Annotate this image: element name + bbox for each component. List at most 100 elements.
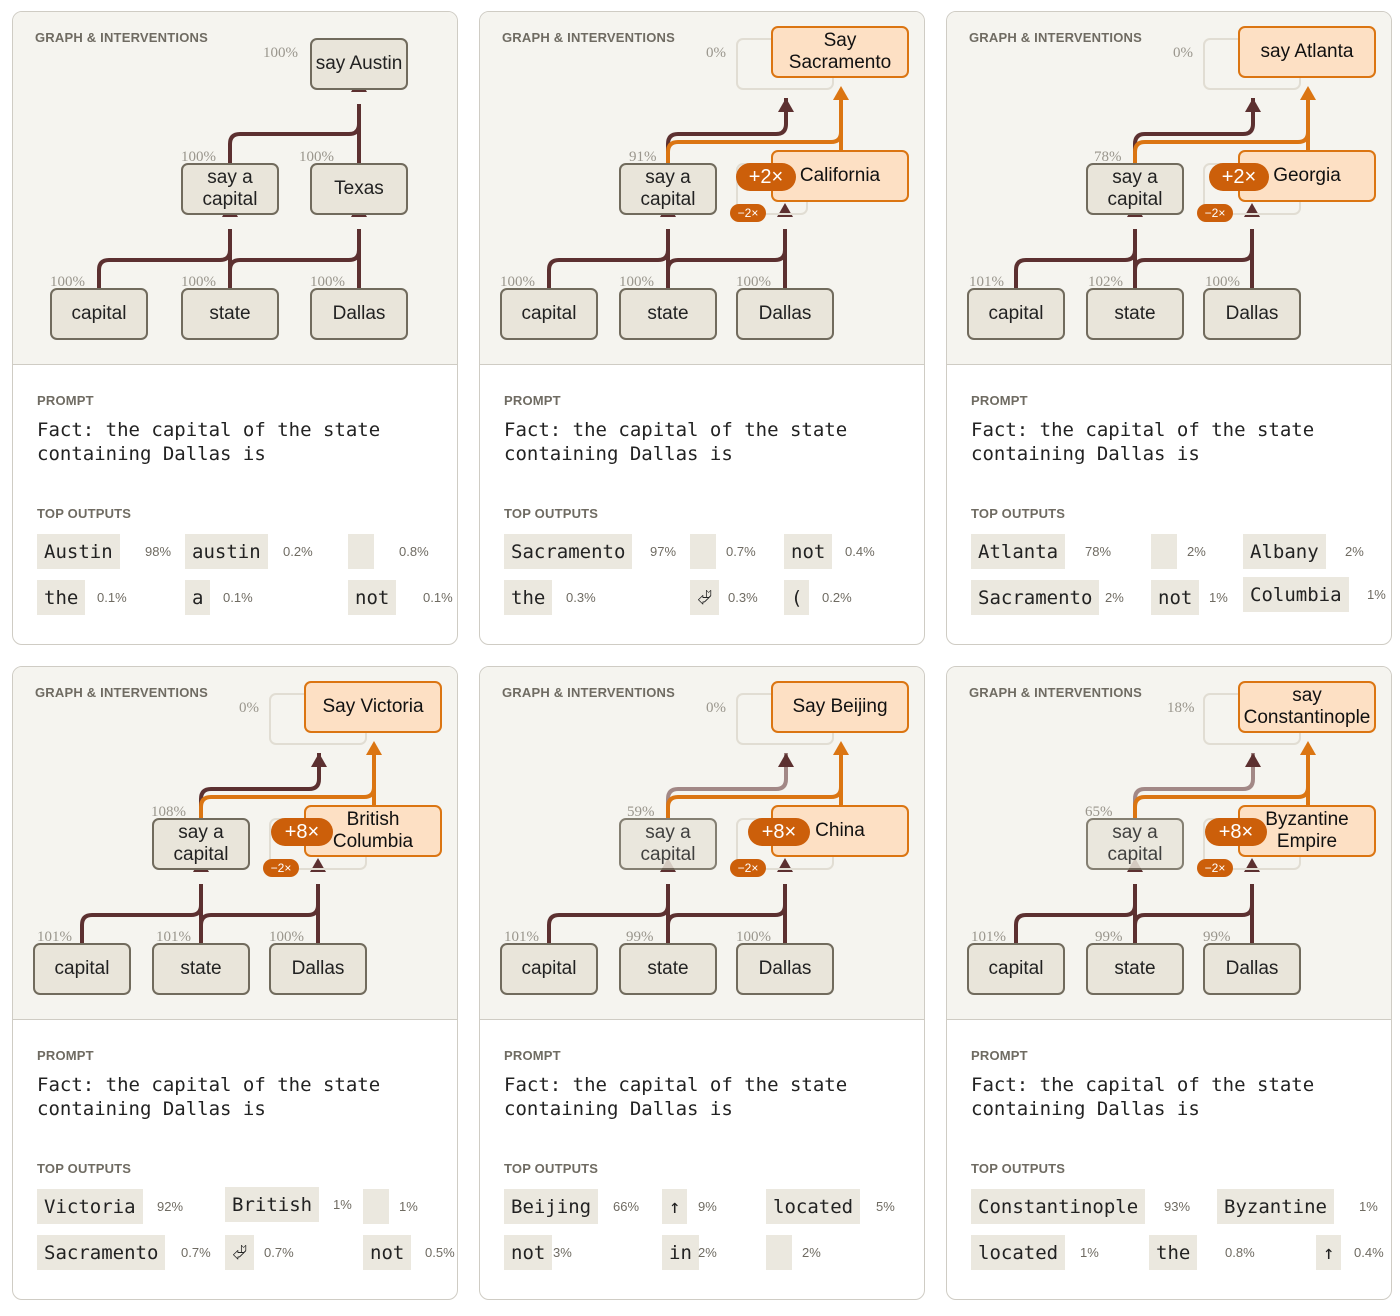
arrow-into-faded-output: [778, 98, 794, 112]
output-probability: 2%: [802, 1245, 821, 1260]
output-probability: 5%: [876, 1199, 895, 1214]
prompt-label: PROMPT: [37, 1048, 94, 1063]
output-token: not: [348, 580, 397, 615]
prompt-label: PROMPT: [37, 393, 94, 408]
node-say-a-capital: say a capital: [1086, 818, 1184, 870]
output-token: (: [784, 580, 810, 615]
pct-say-a-capital: 78%: [1094, 149, 1122, 165]
pct-capital: 101%: [37, 929, 72, 945]
pct-say-a-capital: 91%: [629, 149, 657, 165]
pct-state: 100%: [181, 274, 216, 290]
pct-dallas: 100%: [310, 274, 345, 290]
node-injected-output: say Atlanta: [1238, 26, 1376, 78]
node-say-a-capital: say a capital: [1086, 163, 1184, 215]
output-token: in: [662, 1235, 699, 1270]
pct-capital: 101%: [971, 929, 1006, 945]
output-token: ⮰: [690, 580, 720, 615]
output-probability: 0.8%: [399, 544, 429, 559]
output-token: [363, 1189, 389, 1224]
graph-edges: [1014, 86, 1316, 288]
output-probability: 0.5%: [425, 1245, 455, 1260]
pct-capital: 101%: [969, 274, 1004, 290]
pct-capital: 100%: [50, 274, 85, 290]
pct-say-a-capital: 108%: [151, 804, 186, 820]
arrow-into-injected-output: [366, 741, 382, 755]
output-probability: 0.4%: [845, 544, 875, 559]
pct-dallas: 99%: [1203, 929, 1231, 945]
arrow-into-injected-output: [833, 86, 849, 100]
graph-interventions-label: GRAPH & INTERVENTIONS: [969, 30, 1142, 45]
arrow-into-injected-output: [1300, 86, 1316, 100]
node-injected-output: Say Sacramento: [771, 26, 909, 78]
output-probability: 0.7%: [726, 544, 756, 559]
node-state: state: [619, 943, 717, 995]
output-token: ↑: [662, 1189, 688, 1224]
graph-interventions-label: GRAPH & INTERVENTIONS: [969, 685, 1142, 700]
node-state: state: [1086, 943, 1184, 995]
output-probability: 0.2%: [822, 590, 852, 605]
output-probability: 1%: [333, 1197, 352, 1212]
prompt-label: PROMPT: [971, 1048, 1028, 1063]
node-say-a-capital: say a capital: [619, 818, 717, 870]
prompt-text: Fact: the capital of the state containin…: [37, 1074, 381, 1120]
node-capital: capital: [500, 288, 598, 340]
top-outputs-label: TOP OUTPUTS: [504, 1161, 599, 1176]
output-probability: 0.1%: [223, 590, 253, 605]
pct-suppressed-output: 0%: [1173, 45, 1193, 61]
node-dallas: Dallas: [1203, 943, 1301, 995]
output-probability: 66%: [613, 1199, 640, 1214]
output-probability: 98%: [145, 544, 172, 559]
node-injected-output: Say Beijing: [771, 681, 909, 733]
pct-state: 100%: [619, 274, 654, 290]
node-capital: capital: [33, 943, 131, 995]
output-probability: 1%: [1080, 1245, 1099, 1260]
output-probability: 0.2%: [283, 544, 313, 559]
output-token: located: [766, 1189, 861, 1224]
output-token: [1151, 534, 1177, 569]
prompt-text: Fact: the capital of the state containin…: [504, 1074, 848, 1120]
node-say-austin: say Austin: [310, 38, 408, 90]
output-token: austin: [185, 534, 268, 569]
node-state: state: [1086, 288, 1184, 340]
intervention-boost-badge: +2×: [1209, 163, 1269, 191]
node-injected-feature: British Columbia: [304, 805, 442, 857]
top-outputs-label: TOP OUTPUTS: [37, 506, 132, 521]
node-dallas: Dallas: [736, 288, 834, 340]
node-state: state: [619, 288, 717, 340]
output-token: not: [1151, 580, 1200, 615]
pct-dallas: 100%: [1205, 274, 1240, 290]
output-probability: 3%: [553, 1245, 572, 1260]
output-probability: 0.1%: [97, 590, 127, 605]
pct-suppressed-output: 18%: [1167, 700, 1195, 716]
graph-interventions-label: GRAPH & INTERVENTIONS: [35, 685, 208, 700]
output-probability: 2%: [1187, 544, 1206, 559]
output-token: the: [1149, 1235, 1198, 1270]
output-probability: 0.7%: [181, 1245, 211, 1260]
output-token: Beijing: [504, 1189, 599, 1224]
output-token: [348, 534, 374, 569]
graph-interventions-label: GRAPH & INTERVENTIONS: [35, 30, 208, 45]
prompt-text: Fact: the capital of the state containin…: [504, 419, 848, 465]
output-token: Atlanta: [971, 534, 1066, 569]
output-token: Sacramento: [37, 1235, 166, 1270]
intervention-suppress-badge: −2×: [1197, 204, 1233, 222]
node-capital: capital: [967, 288, 1065, 340]
output-token: Byzantine: [1217, 1189, 1334, 1224]
intervention-suppress-badge: −2×: [263, 859, 299, 877]
output-probability: 1%: [399, 1199, 418, 1214]
node-injected-output: Say Victoria: [304, 681, 442, 733]
output-probability: 0.3%: [728, 590, 758, 605]
intervention-boost-badge: +2×: [736, 163, 796, 191]
output-token: Austin: [37, 534, 120, 569]
intervention-suppress-badge: −2×: [1197, 859, 1233, 877]
pct-capital: 100%: [500, 274, 535, 290]
top-outputs-label: TOP OUTPUTS: [37, 1161, 132, 1176]
output-token: the: [37, 580, 86, 615]
arrow-into-faded-output: [1245, 98, 1261, 112]
intervention-boost-badge: +8×: [271, 818, 333, 846]
output-token: [766, 1235, 792, 1270]
